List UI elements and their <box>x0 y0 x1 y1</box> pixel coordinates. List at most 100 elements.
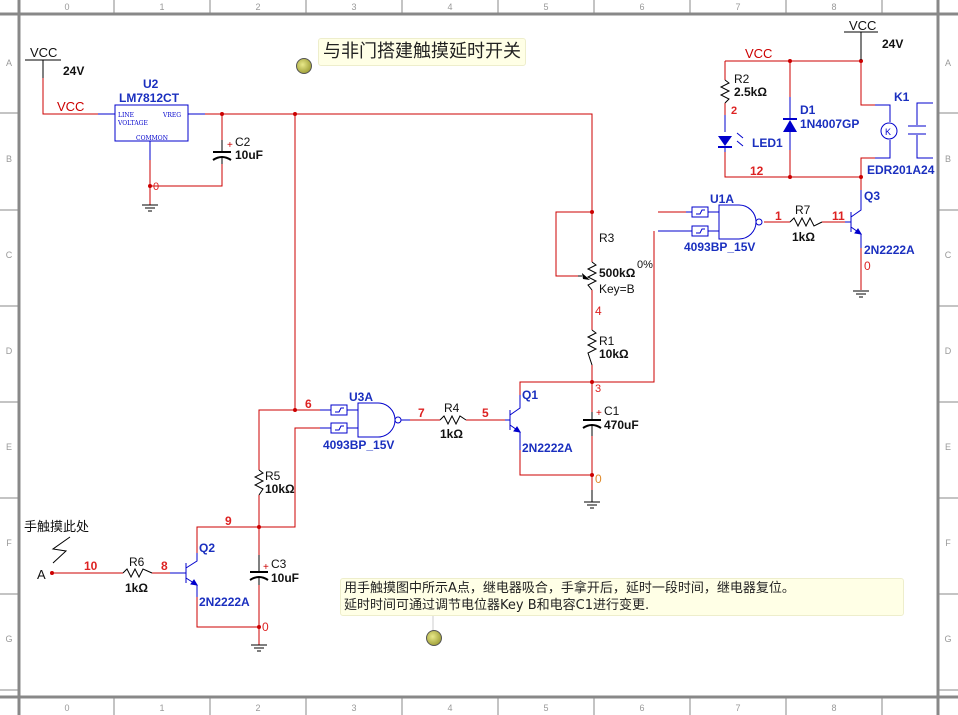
transistor-q1[interactable]: Q1 2N2222A <box>505 388 573 455</box>
title-note[interactable]: 与非门搭建触摸延时开关 <box>318 38 526 66</box>
note-pin-icon[interactable] <box>296 58 312 74</box>
row-label: A <box>945 58 951 68</box>
vcc-source-left[interactable]: VCC 24V VCC <box>25 45 84 114</box>
touch-label: 手触摸此处 <box>24 520 89 535</box>
r6-ref: R6 <box>129 555 145 569</box>
c2-value: 10uF <box>235 148 263 162</box>
svg-text:+: + <box>596 408 602 419</box>
c1-value: 470uF <box>604 418 639 432</box>
col-label: 3 <box>351 703 356 713</box>
net-label: 3 <box>595 383 601 395</box>
q3-ref: Q3 <box>864 189 880 203</box>
col-label: 2 <box>255 703 260 713</box>
diode-d1[interactable]: D1 1N4007GP <box>783 97 859 150</box>
ground-symbol <box>853 290 869 298</box>
led1-ref: LED1 <box>752 136 783 150</box>
u2-pin-vreg: VREG <box>162 112 181 119</box>
r4-value: 1kΩ <box>440 427 463 441</box>
u2-pin-line: LINE <box>118 112 134 119</box>
k1-part: EDR201A24 <box>867 163 935 177</box>
potentiometer-r3[interactable]: R3 500kΩ Key=B 0% <box>578 231 653 296</box>
note-pin-icon[interactable] <box>426 630 442 646</box>
nand-gate-u1a[interactable]: U1A 4093BP_15V <box>658 192 763 254</box>
description-line-1: 用手触摸图中所示A点，继电器吸合，手拿开后，延时一段时间，继电器复位。 <box>344 581 795 596</box>
r1-value: 10kΩ <box>599 347 629 361</box>
resistor-r2[interactable]: R2 2.5kΩ <box>719 72 767 104</box>
r2-ref: R2 <box>734 72 750 86</box>
resistor-r5[interactable]: R5 10kΩ <box>253 469 295 496</box>
led-led1[interactable]: LED1 <box>718 115 783 152</box>
c3-value: 10uF <box>271 571 299 585</box>
r5-value: 10kΩ <box>265 482 295 496</box>
description-note[interactable]: 用手触摸图中所示A点，继电器吸合，手拿开后，延时一段时间，继电器复位。 延时时间… <box>340 578 904 616</box>
wires[interactable] <box>42 60 875 645</box>
col-label: 8 <box>831 2 836 12</box>
row-label: F <box>6 538 12 548</box>
r3-ref: R3 <box>599 231 615 245</box>
q2-part: 2N2222A <box>199 595 250 609</box>
net-label: 2 <box>731 105 737 117</box>
ground-symbol <box>251 644 267 652</box>
vcc-label: VCC <box>30 45 57 60</box>
row-label: E <box>945 442 951 452</box>
u1a-ref: U1A <box>710 192 734 206</box>
r1-ref: R1 <box>599 334 615 348</box>
u2-ref: U2 <box>143 77 159 91</box>
net-label: 0 <box>595 472 602 486</box>
col-label: 6 <box>639 703 644 713</box>
col-label: 4 <box>447 2 452 12</box>
col-label: 1 <box>159 703 164 713</box>
col-label: 7 <box>735 703 740 713</box>
resistor-r4[interactable]: R4 1kΩ <box>439 401 467 441</box>
net-label: 0 <box>262 620 269 634</box>
vcc-net-label: VCC <box>57 99 84 114</box>
resistor-r6[interactable]: R6 1kΩ <box>122 555 153 595</box>
r7-value: 1kΩ <box>792 230 815 244</box>
u3a-ref: U3A <box>349 390 373 404</box>
vcc-source-right[interactable]: VCC 24V VCC <box>745 18 903 61</box>
regulator-u2[interactable]: U2 LM7812CT LINE VOLTAGE VREG COMMON <box>98 77 205 160</box>
vcc-net-label: VCC <box>745 46 772 61</box>
col-label: 6 <box>639 2 644 12</box>
row-label: D <box>945 346 952 356</box>
transistor-q3[interactable]: Q3 2N2222A <box>845 189 915 257</box>
ground-symbol <box>584 490 600 509</box>
u2-pin-voltage: VOLTAGE <box>117 120 148 127</box>
net-label: 7 <box>418 406 425 420</box>
svg-text:+: + <box>263 562 269 573</box>
col-label: 4 <box>447 703 452 713</box>
r4-ref: R4 <box>444 401 460 415</box>
net-label: 12 <box>750 164 764 178</box>
col-label: 8 <box>831 703 836 713</box>
capacitor-c1[interactable]: + C1 470uF <box>582 404 639 436</box>
row-label: G <box>944 634 951 644</box>
row-label: B <box>6 154 12 164</box>
transistor-q2[interactable]: Q2 2N2222A <box>170 541 250 609</box>
row-label: C <box>6 250 13 260</box>
r2-value: 2.5kΩ <box>734 85 767 99</box>
resistor-r7[interactable]: R7 1kΩ <box>789 203 823 244</box>
svg-text:+: + <box>227 140 233 151</box>
touch-point-a[interactable]: 手触摸此处 A <box>24 520 89 582</box>
row-label: D <box>6 346 13 356</box>
capacitor-c2[interactable]: + C2 10uF <box>212 135 263 164</box>
touch-terminal: A <box>37 567 46 582</box>
col-label: 0 <box>64 2 69 12</box>
r7-ref: R7 <box>795 203 811 217</box>
nand-gate-u3a[interactable]: U3A 4093BP_15V <box>320 390 410 452</box>
u3a-part: 4093BP_15V <box>323 438 394 452</box>
q3-part: 2N2222A <box>864 243 915 257</box>
k1-coil-label: K <box>885 127 891 137</box>
relay-k1[interactable]: K K1 EDR201A24 <box>867 90 935 177</box>
q1-part: 2N2222A <box>522 441 573 455</box>
capacitor-c3[interactable]: + C3 10uF <box>249 555 299 585</box>
net-label: 6 <box>305 397 312 411</box>
net-label: 9 <box>225 514 232 528</box>
u2-part: LM7812CT <box>119 91 180 105</box>
r3-key: Key=B <box>599 282 635 296</box>
net-label: 0 <box>864 259 871 273</box>
u2-pin-common: COMMON <box>136 135 168 142</box>
resistor-r1[interactable]: R1 10kΩ <box>586 329 629 366</box>
